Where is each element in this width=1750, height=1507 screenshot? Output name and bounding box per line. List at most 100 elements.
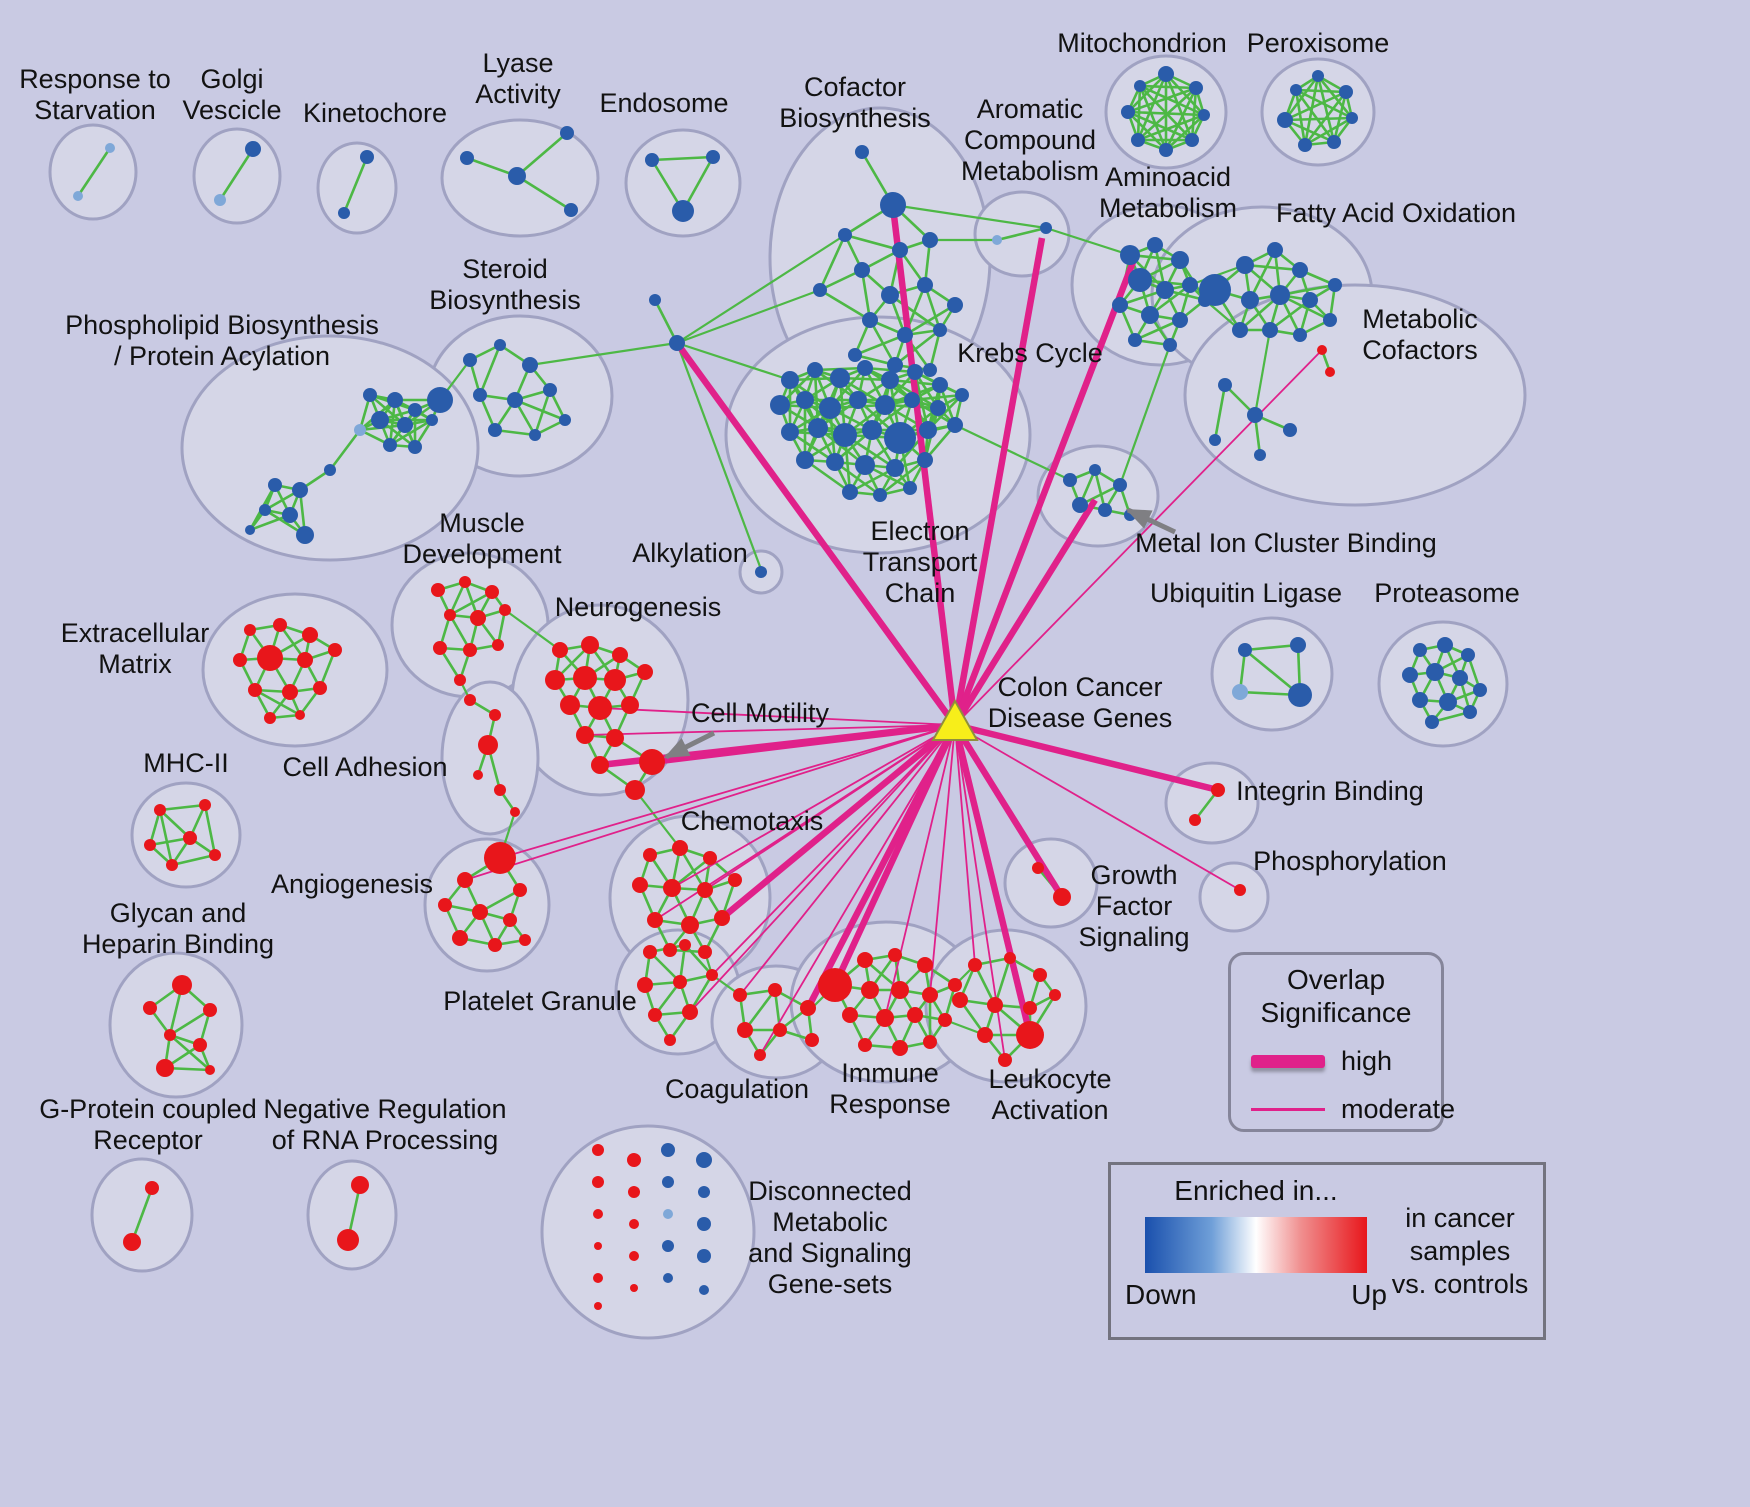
gene-set-node [917, 957, 933, 973]
overlap-title-line2: Significance [1260, 997, 1412, 1028]
gene-set-node [510, 807, 520, 817]
green-edge-between [1045, 226, 1131, 257]
gene-set-node [1267, 242, 1283, 258]
gene-set-node [1112, 297, 1128, 313]
gene-set-node [144, 839, 156, 851]
gene-set-node [485, 585, 499, 599]
gene-set-node [948, 978, 962, 992]
overlap-link-high [952, 723, 1065, 899]
overlap-link-high [719, 722, 958, 921]
gene-set-node [833, 423, 857, 447]
green-edge [789, 430, 836, 464]
gene-set-node [519, 934, 531, 946]
gene-set-node [513, 883, 527, 897]
green-edge-between [1118, 344, 1172, 486]
moderate-significance-line-swatch [1251, 1108, 1325, 1111]
gene-set-node [630, 1284, 638, 1292]
gene-set-node [408, 403, 422, 417]
gene-set-node [297, 652, 313, 668]
gene-set-node [781, 423, 799, 441]
cluster-ellipse-negative-regulation-rna [306, 1159, 398, 1271]
gene-set-node [594, 1302, 602, 1310]
cluster-ellipse-phospholipid-biosynthesis [180, 334, 480, 562]
moderate-label: moderate [1341, 1094, 1456, 1124]
green-edge [844, 233, 901, 252]
gene-set-node [679, 939, 691, 951]
gene-set-node [1232, 684, 1248, 700]
green-edge [1139, 84, 1205, 117]
gene-set-node [166, 859, 178, 871]
gene-set-node [917, 277, 933, 293]
gene-set-node [457, 872, 473, 888]
gene-set-node [1113, 478, 1127, 492]
gene-set-node [637, 977, 653, 993]
gene-set-node [123, 1233, 141, 1251]
gene-set-node [781, 371, 799, 389]
high-label: high [1341, 1046, 1393, 1076]
gene-set-node [408, 440, 422, 454]
gene-set-node [947, 417, 963, 433]
gene-set-node [923, 363, 937, 377]
disease-genes-hub [931, 698, 979, 741]
gene-set-node [755, 566, 767, 578]
gene-set-node [1236, 256, 1254, 274]
gene-set-node [643, 945, 657, 959]
gene-set-node [887, 357, 903, 373]
nodes-layer [73, 66, 1487, 1310]
green-edge [911, 393, 963, 402]
gene-set-node [507, 392, 523, 408]
gene-set-node [663, 1273, 673, 1283]
gene-set-node [593, 1273, 603, 1283]
gene-set-node [338, 207, 350, 219]
gene-set-node [857, 360, 873, 376]
gene-set-node [1171, 251, 1189, 269]
gene-set-node [645, 153, 659, 167]
green-edge-between [892, 203, 1047, 230]
green-edge [389, 418, 433, 447]
gene-set-node [473, 388, 487, 402]
gene-set-node [460, 151, 474, 165]
gene-set-node [907, 1007, 923, 1023]
gene-set-node [649, 294, 661, 306]
gene-set-node [463, 353, 477, 367]
gene-set-node [1254, 449, 1266, 461]
enrichment-gradient-bar [1145, 1217, 1367, 1273]
gene-set-node [728, 873, 742, 887]
green-edge [804, 458, 851, 494]
green-edge [1139, 84, 1197, 90]
gene-set-node [172, 975, 192, 995]
green-edge [651, 155, 714, 162]
gene-set-node [478, 735, 498, 755]
green-edge-between [676, 341, 791, 382]
gene-set-node [697, 882, 713, 898]
gene-set-node [1238, 643, 1252, 657]
gene-set-node [857, 952, 873, 968]
gene-set-node [1262, 322, 1278, 338]
gene-set-node [697, 1249, 711, 1263]
gene-set-node [282, 507, 298, 523]
gene-set-node [819, 397, 841, 419]
overlap-link-moderate [954, 724, 976, 966]
gene-set-node [351, 1176, 369, 1194]
gene-set-node [1439, 693, 1457, 711]
gene-set-node [1426, 663, 1444, 681]
gene-set-node [770, 395, 790, 415]
gene-set-node [873, 488, 887, 502]
gene-set-node [529, 429, 541, 441]
enrichment-note: in cancer samples vs. controls [1389, 1173, 1531, 1329]
gene-set-node [648, 1008, 662, 1022]
gene-set-node [880, 192, 906, 218]
cluster-label-chemotaxis: Chemotaxis [681, 806, 824, 836]
cluster-ellipse-ubiquitin-ligase [1210, 616, 1334, 732]
overlap-link-moderate [739, 724, 956, 996]
green-edge [854, 333, 906, 357]
enrichment-title: Enriched in... [1174, 1175, 1338, 1206]
cluster-label-krebs-electron-transport: Krebs Cycle [957, 338, 1103, 368]
green-edge [449, 590, 493, 617]
gene-set-node [952, 992, 968, 1008]
gene-set-node [268, 478, 282, 492]
gene-set-node [296, 526, 314, 544]
gene-set-node [697, 1217, 711, 1231]
overlap-legend-title: Overlap Significance [1231, 963, 1441, 1029]
